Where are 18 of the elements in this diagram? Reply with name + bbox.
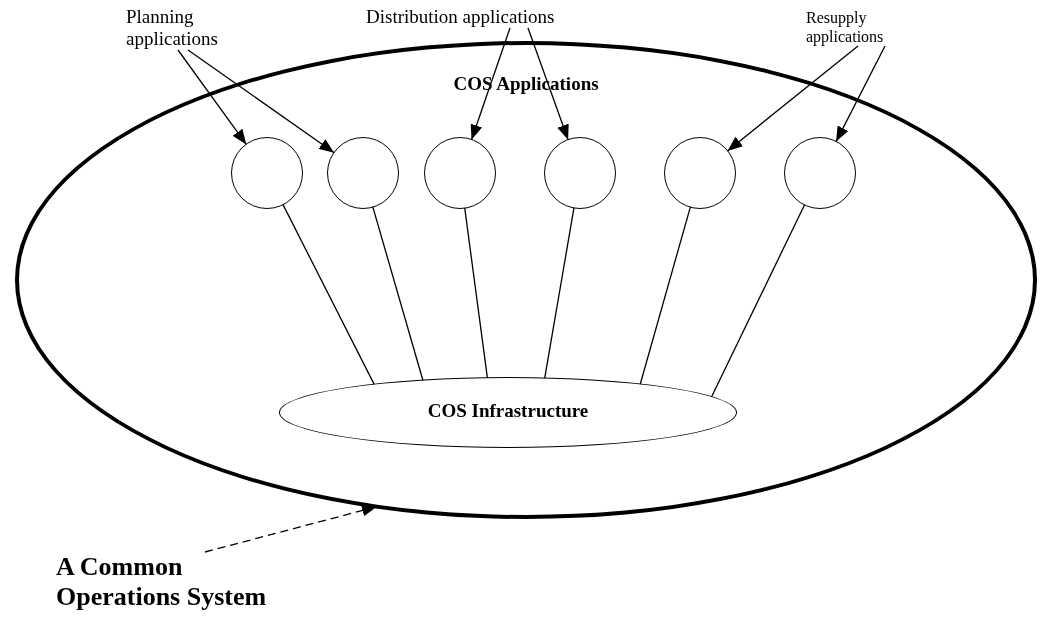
arrow	[527, 27, 569, 141]
arrow	[177, 49, 247, 146]
arrow	[835, 45, 886, 143]
connector-line	[464, 207, 489, 379]
connector-line	[372, 206, 424, 381]
dashed-arrow	[204, 504, 378, 553]
connector-line	[282, 203, 375, 386]
annotation-label: Planning applications	[126, 6, 219, 50]
annotation-label: Distribution applications	[366, 6, 556, 28]
connector-line	[710, 204, 806, 398]
arrow	[726, 45, 859, 152]
connector-line	[544, 207, 575, 379]
ellipse-label: COS Infrastructure	[426, 400, 590, 423]
annotation-label: A Common Operations System	[56, 552, 268, 612]
annotation-label: Resupply applications	[806, 8, 885, 46]
connector-line	[639, 206, 692, 385]
arrow	[470, 27, 511, 141]
arrow	[187, 49, 335, 154]
